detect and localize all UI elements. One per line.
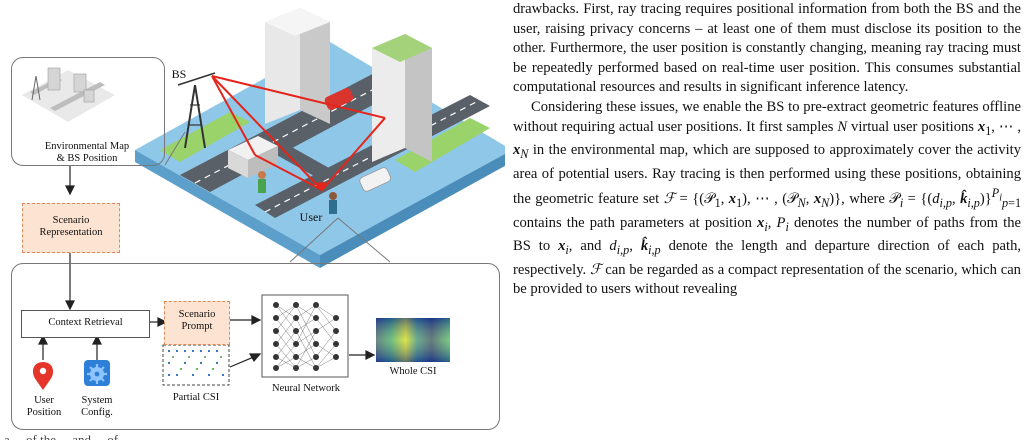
p2-segment-h: denote the length and departure directio… [513, 238, 1022, 278]
scenario-prompt-label: Scenario Prompt [164, 309, 230, 333]
neural-network-graphic [261, 294, 349, 378]
user-position-line1: User [34, 395, 54, 406]
body-text-column: drawbacks. First, ray tracing requires p… [513, 0, 1021, 300]
env-map-label-line1: Environmental Map [44, 141, 130, 152]
p2-segment-f: denotes the number of paths from the BS … [513, 214, 1022, 255]
paragraph-1: drawbacks. First, ray tracing requires p… [513, 1, 1021, 96]
env-map-label: Environmental Map & BS Position [11, 141, 163, 165]
scenario-representation-label: Scenario Representation [22, 215, 120, 239]
system-config-line1: System [81, 395, 113, 406]
p2-segment-d: , where [841, 191, 885, 208]
user-position-line2: Position [26, 407, 62, 418]
system-config-line2: Config. [81, 407, 113, 418]
figure-caption-fragment: a ... of the ... and ... of ... [4, 433, 504, 440]
bs-tower [184, 84, 196, 149]
partial-csi-grid [162, 344, 230, 386]
figure-graphics [22, 8, 505, 390]
van [359, 167, 392, 192]
bs-label: BS [171, 67, 187, 81]
scenario-representation-box [22, 203, 120, 253]
p2-segment-b: virtual user positions [851, 118, 974, 135]
env-map-label-line2: & BS Position [56, 153, 118, 164]
scenario-prompt-line1: Scenario [178, 309, 216, 320]
system-config-label: System Config. [74, 395, 120, 419]
env-map-illustration [22, 70, 115, 122]
paragraph-2: Considering these issues, we enable the … [513, 98, 1022, 298]
scenario-prompt-line2: Prompt [181, 321, 213, 332]
whole-csi-label: Whole CSI [389, 366, 437, 377]
user-position-label: User Position [22, 395, 66, 419]
context-retrieval-box [21, 310, 150, 338]
p2-segment-i: can be regarded as a compact representat… [513, 261, 1021, 298]
ray-paths [211, 75, 386, 191]
p2-segment-a: Considering these issues, we enable the … [513, 98, 1021, 135]
location-pin-icon [32, 362, 54, 390]
p2-segment-e: contains the path parameters at position [513, 214, 752, 231]
building [372, 34, 405, 162]
env-map-callout [11, 57, 165, 166]
neural-network-label: Neural Network [272, 383, 340, 394]
user-label: User [299, 210, 323, 224]
p2-segment-c: in the environmental map, which are supp… [513, 142, 1022, 208]
scenario-representation-line2: Representation [39, 227, 103, 238]
system-figure: Environmental Map & BS Position BS User … [0, 0, 505, 440]
context-retrieval-label: Context Retrieval [48, 317, 123, 328]
scenario-prompt-box [164, 301, 230, 345]
p2-segment-g: , and [568, 238, 602, 255]
scenario-representation-line1: Scenario [52, 215, 90, 226]
partial-csi-label: Partial CSI [172, 392, 220, 403]
pipeline-callout [11, 263, 500, 430]
